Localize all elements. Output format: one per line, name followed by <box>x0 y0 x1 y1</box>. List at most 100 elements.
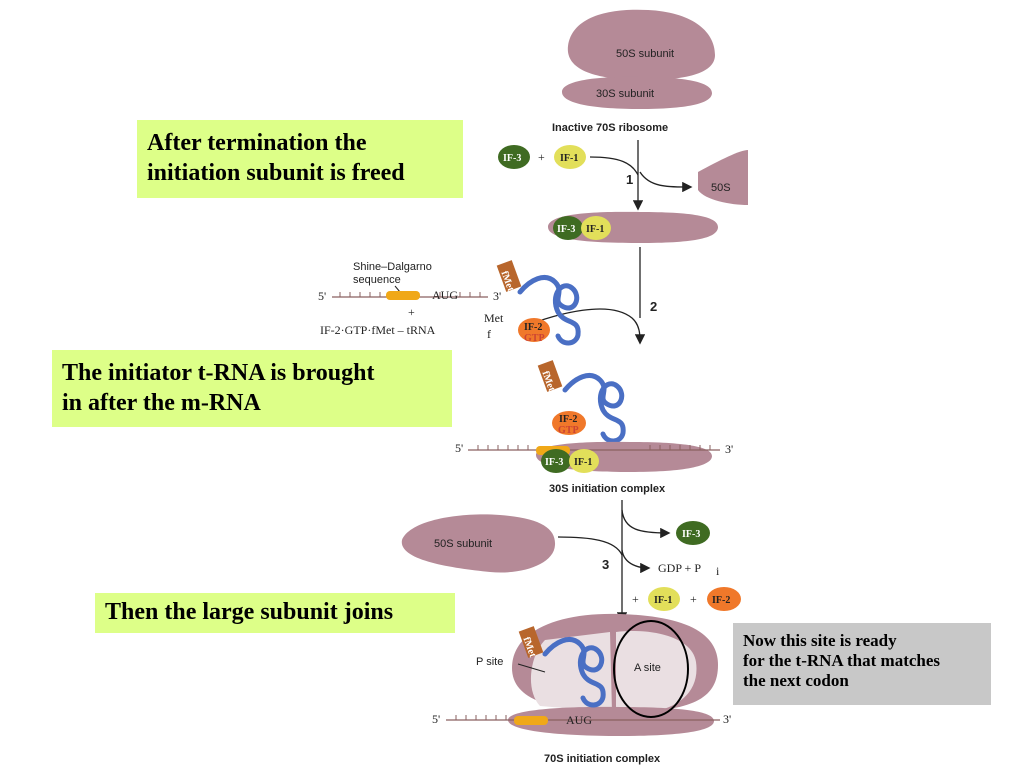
step1-merge-arrow <box>589 156 639 176</box>
step3-gdp-release-arrow <box>621 549 651 574</box>
callout-large-subunit: Then the large subunit joins <box>95 593 455 633</box>
if1-bound-label: IF-1 <box>586 224 604 235</box>
a-site-label: A site <box>634 662 661 674</box>
if3-bound-icon <box>553 216 583 240</box>
step2-join-arrow <box>519 308 646 345</box>
released-if3-label: IF-3 <box>682 529 700 540</box>
released-if2-icon <box>707 587 741 611</box>
30s-with-factors: IF-3 IF-1 <box>548 211 718 243</box>
30s-initiation-label: 30S initiation complex <box>549 483 666 495</box>
inactive-ribosome-label: Inactive 70S ribosome <box>552 122 668 134</box>
trna-subscript: f <box>487 327 491 341</box>
p-site-pointer <box>517 663 546 673</box>
p-site-pocket <box>530 632 612 712</box>
trna-fmet-group-1: fMet IF-2 GTP <box>496 260 581 346</box>
callout-termination-line-1: After termination the <box>147 130 367 156</box>
70s-initiation-complex: P site A site fMet 5' AUG 3' 70S initiat… <box>432 613 731 765</box>
step3-join-arrow <box>557 536 623 556</box>
if2-complex-label: IF-2·GTP·fMet – tRNA <box>320 323 436 337</box>
70s-sd-sequence <box>514 716 548 725</box>
plus-sign-4: + <box>690 592 697 606</box>
step1-number: 1 <box>626 172 633 187</box>
complex-if3-label: IF-3 <box>545 457 563 468</box>
top-30s-subunit <box>562 76 712 109</box>
if1-label: IF-1 <box>560 153 578 164</box>
complex-if1-icon <box>569 449 599 473</box>
fmet-tag-2 <box>537 360 563 392</box>
fmet-tag-1 <box>496 260 522 292</box>
factors-if3-if1: IF-3 + IF-1 <box>498 145 586 169</box>
bottom-50s-subunit <box>401 514 556 573</box>
released-if2-label: IF-2 <box>712 595 730 606</box>
released-50s-label: 50S <box>711 182 731 194</box>
if3-icon <box>498 145 530 169</box>
mrna-ticks <box>339 292 481 297</box>
a-site-note-line-1: Now this site is ready <box>743 631 897 650</box>
plus-sign-3: + <box>632 592 639 606</box>
step2-number: 2 <box>650 299 657 314</box>
step3: 50S subunit 3 IF-3 GDP + P i + IF-1 + IF… <box>401 500 741 623</box>
callout-initiator-line-2: in after the m-RNA <box>62 390 261 416</box>
a-site-note-line-2: for the t-RNA that matches <box>743 651 941 670</box>
top-50s-label: 50S subunit <box>616 48 674 60</box>
callout-initiator: The initiator t-RNA is brought in after … <box>52 350 452 427</box>
shine-dalgarno-label-2: sequence <box>353 274 401 286</box>
a-site-note: Now this site is ready for the t-RNA tha… <box>733 623 991 705</box>
plus-sign-2: + <box>408 305 415 319</box>
gdp-pi-label: GDP + P <box>658 561 701 575</box>
released-if3-icon <box>676 521 710 545</box>
if2-label-2: IF-2 <box>559 414 577 425</box>
if2-label-1: IF-2 <box>524 322 542 333</box>
fmet-tag-3 <box>518 626 544 658</box>
a-site-circle <box>613 620 689 718</box>
complex-if3-icon <box>541 449 571 473</box>
70s-aug-codon: AUG <box>566 713 592 727</box>
70s-mrna-three-prime: 3' <box>723 712 731 726</box>
p-site-label: P site <box>476 656 503 668</box>
mrna-five-prime: 5' <box>318 289 326 303</box>
mrna-shine-dalgarno: Shine–Dalgarno sequence 5' AUG 3' + IF-2… <box>318 261 504 341</box>
plus-sign-1: + <box>538 150 545 164</box>
30s-initiation-complex: 5' 3' IF-3 IF-1 30S initiation complex <box>455 441 733 495</box>
gtp-label-2: GTP <box>558 425 579 436</box>
shine-dalgarno-sequence <box>386 291 420 300</box>
released-50s-subunit <box>698 150 748 205</box>
callout-termination: After termination the initiation subunit… <box>137 120 463 198</box>
if1-icon <box>554 145 586 169</box>
a-site-note-line-3: the next codon <box>743 671 849 690</box>
callout-large-subunit-line-1: Then the large subunit joins <box>105 599 394 625</box>
step1-release-arrow <box>639 171 693 193</box>
70s-mrna-ticks <box>455 715 507 720</box>
complex-mrna-ticks <box>477 445 711 450</box>
trna-icon-1 <box>517 275 581 346</box>
trna-fmet-group-2: fMet IF-2 GTP <box>537 360 626 444</box>
70s-initiation-label: 70S initiation complex <box>544 753 661 765</box>
released-if1-icon <box>648 587 680 611</box>
gtp-label-1: GTP <box>524 333 545 344</box>
pi-subscript: i <box>716 564 720 578</box>
released-if1-label: IF-1 <box>654 595 672 606</box>
complex-if1-label: IF-1 <box>574 457 592 468</box>
aug-codon: AUG <box>432 288 458 302</box>
if2-icon-2 <box>552 411 586 435</box>
if2-icon-1 <box>518 318 550 342</box>
callout-initiator-line-1: The initiator t-RNA is brought <box>62 360 375 386</box>
bottom-50s-label: 50S subunit <box>434 538 492 550</box>
shine-dalgarno-label-1: Shine–Dalgarno <box>353 261 432 273</box>
if3-label: IF-3 <box>503 153 521 164</box>
complex-mrna-three-prime: 3' <box>725 442 733 456</box>
70s-mrna-five-prime: 5' <box>432 712 440 726</box>
a-site-pocket <box>616 631 697 712</box>
if3-bound-label: IF-3 <box>557 224 575 235</box>
trna-icon-2 <box>562 373 626 444</box>
callout-termination-line-2: initiation subunit is freed <box>147 160 405 186</box>
step3-if3-release-arrow <box>621 509 671 539</box>
trna-superscript: Met <box>484 311 504 325</box>
trna-icon-3 <box>542 637 606 708</box>
top-30s-label: 30S subunit <box>596 88 654 100</box>
if1-bound-icon <box>581 216 611 240</box>
step3-number: 3 <box>602 557 609 572</box>
mrna-three-prime: 3' <box>493 289 501 303</box>
inactive-ribosome: 50S subunit 30S subunit Inactive 70S rib… <box>552 9 715 134</box>
